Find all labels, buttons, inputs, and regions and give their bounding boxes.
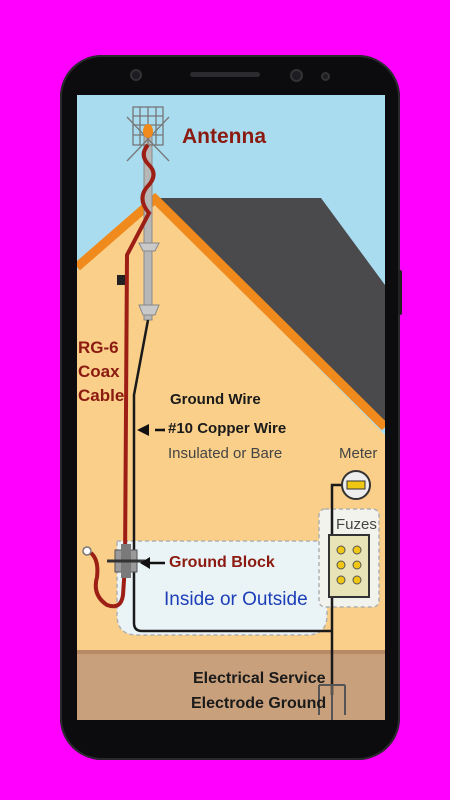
front-camera-icon [130, 69, 142, 81]
phone-side-button [398, 270, 402, 315]
electrode-label-line1: Electrical Service [193, 670, 326, 687]
coax-label-line3: Cable [78, 386, 124, 405]
meter-label: Meter [339, 445, 377, 462]
electrode-label-line2: Electrode Ground [191, 695, 326, 712]
sensor-icon [290, 69, 303, 82]
ground-wire [132, 319, 332, 633]
phone-speaker [190, 72, 260, 77]
arrow-icon [137, 424, 165, 569]
ground-wire-label-line3: Insulated or Bare [168, 445, 282, 462]
ground-soil [77, 653, 385, 720]
ground-block-label: Ground Block [169, 554, 275, 571]
ground-block-area [116, 540, 328, 636]
meter-icon [341, 470, 371, 500]
sensor-small-icon [321, 72, 330, 81]
fuse-panel-icon [328, 534, 370, 598]
coax-label-line2: Coax [78, 362, 120, 381]
fuzes-label: Fuzes [336, 516, 377, 533]
ground-wire-label-line1: Ground Wire [170, 391, 261, 408]
inside-outside-label: Inside or Outside [164, 589, 308, 610]
antenna-label: Antenna [182, 125, 266, 148]
electrode-rod-icon [318, 684, 346, 720]
screen: Antenna RG-6 Coax Cable Ground Wire #10 … [77, 95, 385, 720]
roof-trim [77, 192, 385, 431]
antenna-icon [126, 106, 170, 162]
mast-bracket [138, 304, 160, 316]
mast-bracket [138, 242, 160, 252]
coax-cable [89, 143, 156, 609]
ground-wire-label-line2: #10 Copper Wire [168, 420, 286, 437]
coax-label-line1: RG-6 [78, 338, 119, 357]
grounding-diagram: Antenna RG-6 Coax Cable Ground Wire #10 … [77, 95, 385, 720]
ground-block-icon [107, 544, 145, 578]
